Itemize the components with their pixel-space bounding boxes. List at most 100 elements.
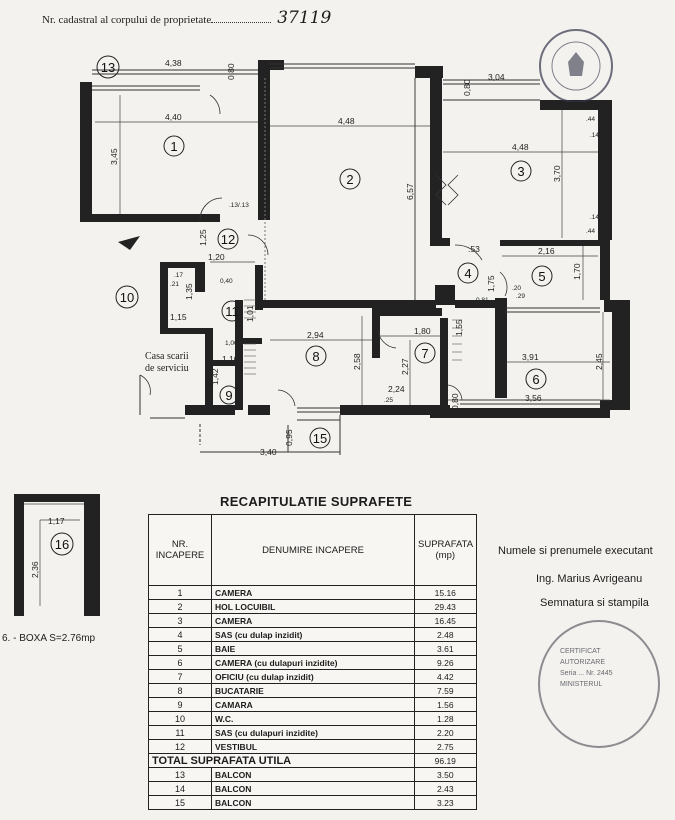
svg-text:3,04: 3,04 [488, 72, 505, 82]
svg-text:1,10: 1,10 [222, 354, 239, 364]
door-arcs [139, 94, 508, 407]
cadastral-number: 37119 [277, 8, 332, 28]
boxa-caption: 6. - BOXA S=2.76mp [2, 633, 95, 644]
svg-text:2,36: 2,36 [30, 561, 40, 578]
stamp-line1: CERTIFICAT [560, 648, 601, 655]
svg-text:3,70: 3,70 [552, 165, 562, 182]
recap-title: RECAPITULATIE SUPRAFETE [220, 494, 413, 509]
executant-name: Ing. Marius Avrigeanu [536, 573, 643, 585]
stair-label-line2: de serviciu [145, 363, 189, 374]
svg-text:1,00: 1,00 [225, 340, 238, 347]
room-number-15: 15 [313, 431, 327, 446]
svg-text:.29: .29 [516, 293, 525, 300]
header-name: DENUMIRE INCAPERE [211, 514, 415, 586]
svg-text:2,16: 2,16 [538, 246, 555, 256]
svg-text:4,38: 4,38 [165, 58, 182, 68]
room-number-10: 10 [120, 290, 134, 305]
room-number-16: 16 [55, 537, 69, 552]
stamp-line4: MINISTERUL [560, 681, 603, 688]
svg-text:4,48: 4,48 [512, 142, 529, 152]
cadastral-label: Nr. cadastral al corpului de proprietate [42, 14, 212, 26]
cadastral-line: Nr. cadastral al corpului de proprietate… [42, 8, 331, 28]
room-number-2: 2 [346, 172, 353, 187]
svg-text:.44: .44 [586, 228, 595, 235]
svg-text:1,42: 1,42 [210, 368, 220, 385]
svg-text:0,95: 0,95 [284, 429, 294, 446]
svg-text:.09: .09 [396, 405, 405, 412]
svg-text:0,80: 0,80 [450, 393, 460, 410]
svg-text:1,75: 1,75 [486, 275, 496, 292]
room-number-13: 13 [101, 60, 115, 75]
room-number-11: 11 [225, 304, 239, 319]
svg-text:0,80: 0,80 [462, 79, 472, 96]
authorization-stamp [538, 620, 660, 748]
svg-text:0,40: 0,40 [220, 278, 233, 285]
stamp-line3: Seria ... Nr. 2445 [560, 670, 613, 677]
svg-text:1,80: 1,80 [414, 326, 431, 336]
stamp-line2: AUTORIZARE [560, 659, 605, 666]
room-number-6: 6 [532, 372, 539, 387]
svg-text:.14: .14 [590, 132, 599, 139]
svg-text:.14: .14 [590, 214, 599, 221]
svg-text:3,40: 3,40 [260, 447, 277, 457]
svg-text:6,57: 6,57 [405, 183, 415, 200]
svg-text:0,81: 0,81 [476, 297, 489, 304]
svg-text:2,24: 2,24 [388, 384, 405, 394]
signature-label: Semnatura si stampila [540, 597, 649, 609]
svg-text:2,27: 2,27 [400, 358, 410, 375]
svg-text:2,45: 2,45 [594, 353, 604, 370]
storage-box-plan: 16 1,17 2,36 [14, 494, 100, 616]
room-number-circles [96, 55, 553, 449]
svg-text:1,01: 1,01 [245, 305, 255, 322]
svg-text:1,55: 1,55 [454, 319, 464, 336]
room-number-5: 5 [538, 269, 545, 284]
svg-text:.53: .53 [468, 244, 480, 254]
svg-text:3,56: 3,56 [525, 393, 542, 403]
stair-label: Casa scarii de serviciu [145, 351, 189, 374]
svg-text:.21: .21 [170, 281, 179, 288]
svg-text:.13/.13: .13/.13 [229, 202, 249, 209]
svg-text:4,40: 4,40 [165, 112, 182, 122]
svg-text:1,70: 1,70 [572, 263, 582, 280]
svg-text:.44: .44 [586, 116, 595, 123]
executant-label: Numele si prenumele executant [498, 545, 653, 557]
stair-hatching [244, 299, 462, 375]
svg-text:0,80: 0,80 [226, 63, 236, 80]
svg-text:1,20: 1,20 [208, 252, 225, 262]
svg-text:3,45: 3,45 [109, 148, 119, 165]
room-number-4: 4 [464, 266, 471, 281]
dimension-labels: 4,38 0,80 4,40 3,45 4,48 6,57 0,80 3,04 … [109, 58, 604, 457]
walls [80, 60, 630, 418]
cadastral-dots [211, 22, 272, 23]
svg-text:1,25: 1,25 [198, 229, 208, 246]
header-nr: NR. INCAPERE [148, 514, 212, 586]
svg-text:2,94: 2,94 [307, 330, 324, 340]
floor-plan-drawing: 1 2 3 4 5 6 7 8 9 10 11 12 13 15 Casa sc… [80, 55, 630, 457]
boxa-circle-number: 6. [2, 633, 11, 644]
svg-text:.17: .17 [174, 272, 183, 279]
agency-seal [539, 29, 613, 102]
boxa-caption-text: - BOXA S=2.76mp [13, 633, 96, 644]
stair-label-line1: Casa scarii [145, 351, 189, 362]
svg-text:1,35: 1,35 [184, 283, 194, 300]
room-number-7: 7 [421, 346, 428, 361]
entrance-arrow-icon [118, 236, 140, 250]
dimension-lines [95, 80, 610, 405]
svg-text:.20: .20 [512, 285, 521, 292]
room-number-3: 3 [517, 164, 524, 179]
room-number-9: 9 [225, 388, 232, 403]
